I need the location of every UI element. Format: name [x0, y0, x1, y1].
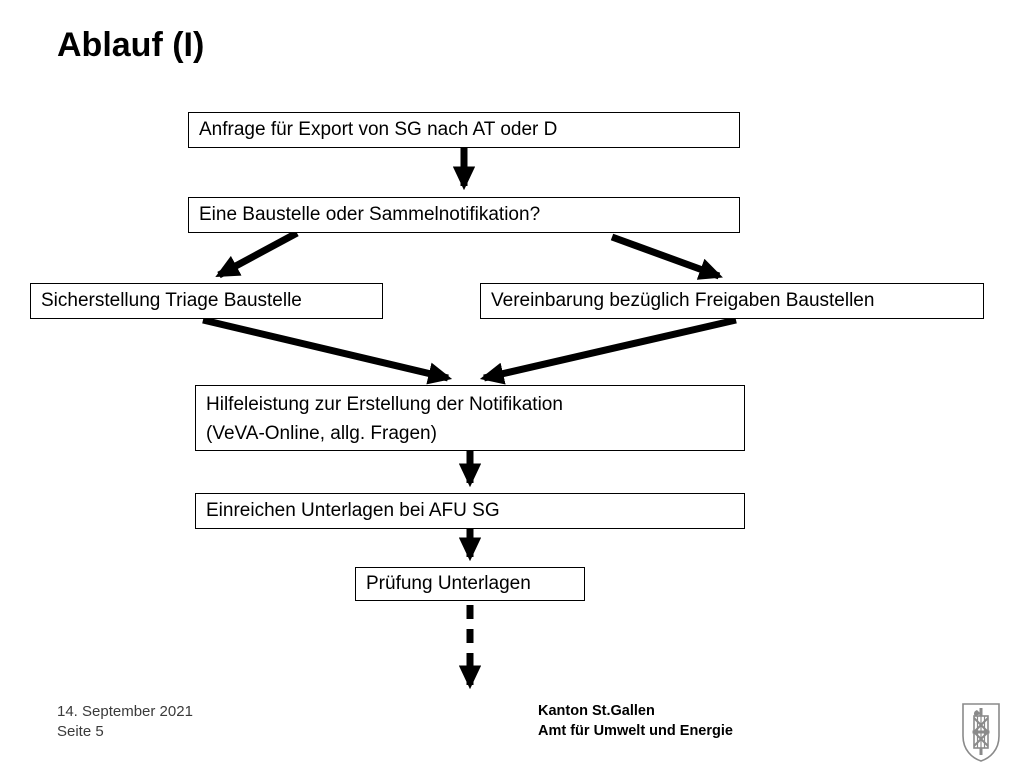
footer-date-page: 14. September 2021 Seite 5 [57, 702, 193, 742]
flow-box-label-line1: Hilfeleistung zur Erstellung der Notifik… [206, 394, 563, 415]
flow-box-sicherstellung-triage: Sicherstellung Triage Baustelle [30, 283, 383, 319]
flow-box-einreichen-unterlagen: Einreichen Unterlagen bei AFU SG [195, 493, 745, 529]
footer-date: 14. September 2021 [57, 703, 193, 720]
footer-org-name: Kanton St.Gallen [538, 703, 655, 719]
flow-box-label-line2: (VeVA-Online, allg. Fragen) [206, 423, 437, 444]
flow-box-label: Eine Baustelle oder Sammelnotifikation? [199, 204, 541, 225]
flow-box-label: Prüfung Unterlagen [366, 573, 531, 594]
st-gallen-coat-of-arms-icon [962, 703, 1000, 762]
flow-box-label: Sicherstellung Triage Baustelle [41, 290, 302, 311]
flow-box-label: Einreichen Unterlagen bei AFU SG [206, 500, 500, 521]
flow-box-anfrage-export: Anfrage für Export von SG nach AT oder D [188, 112, 740, 148]
flow-box-pruefung-unterlagen: Prüfung Unterlagen [355, 567, 585, 601]
footer-page-number: Seite 5 [57, 723, 104, 740]
footer-org-department: Amt für Umwelt und Energie [538, 723, 733, 739]
flow-box-baustelle-frage: Eine Baustelle oder Sammelnotifikation? [188, 197, 740, 233]
slide-title: Ablauf (I) [57, 26, 205, 64]
flow-box-hilfeleistung: Hilfeleistung zur Erstellung der Notifik… [195, 385, 745, 451]
flow-box-label: Vereinbarung bezüglich Freigaben Baustel… [491, 290, 875, 311]
flow-box-vereinbarung-freigaben: Vereinbarung bezüglich Freigaben Baustel… [480, 283, 984, 319]
footer-organization: Kanton St.Gallen Amt für Umwelt und Ener… [538, 701, 733, 741]
flow-box-label: Anfrage für Export von SG nach AT oder D [199, 119, 558, 140]
